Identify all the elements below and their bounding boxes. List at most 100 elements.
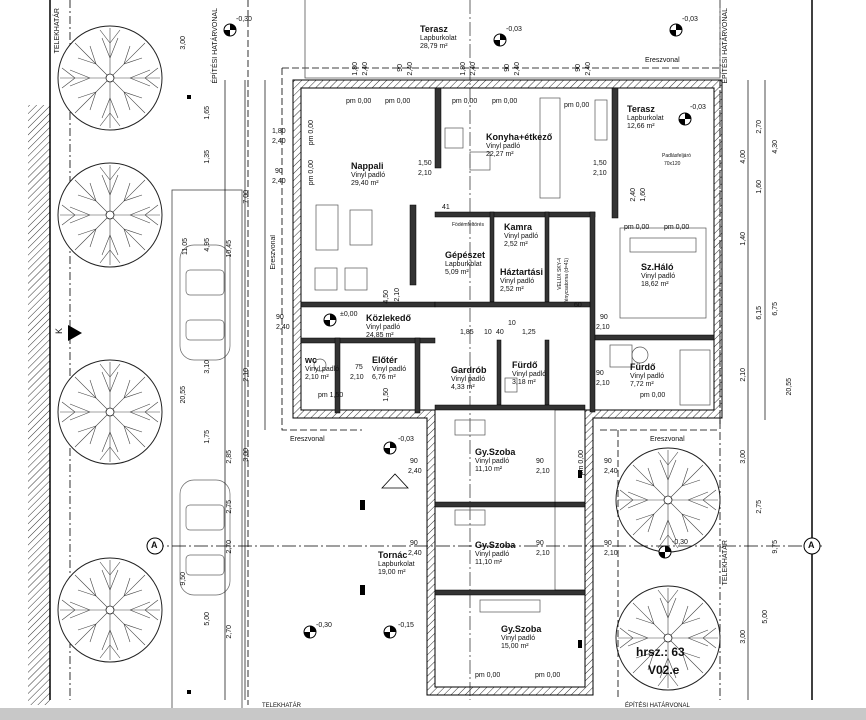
floor-height: pm 0,00 — [385, 98, 411, 105]
eresz-label: Ereszvonal — [290, 436, 325, 443]
floor-height: pm 0,00 — [624, 224, 650, 231]
bottom-scrollbar[interactable] — [0, 708, 866, 720]
floor-height: pm 0,00 — [664, 224, 690, 231]
opening-dim: 2,40 — [470, 62, 477, 76]
eresz-label: Ereszvonal — [650, 436, 685, 443]
axis-a-right-label: A — [808, 540, 815, 550]
tree-icon — [57, 359, 163, 465]
dim-label: 3,00 — [243, 448, 250, 462]
left-hatch-strip — [28, 105, 50, 705]
room-terasz-1: Terasz Lapburkolat 28,79 m² — [420, 24, 457, 50]
opening-dim: 75 — [355, 364, 363, 371]
floor-height: pm 0,00 — [308, 160, 315, 186]
dim-label: 2,75 — [226, 500, 233, 514]
level-label: -0,03 — [682, 16, 698, 23]
level-label: -0,03 — [690, 104, 706, 111]
furniture — [313, 97, 711, 613]
opening-dim: 1,50 — [593, 160, 607, 167]
axis-marker-right — [803, 537, 821, 555]
level-label: -0,03 — [506, 26, 522, 33]
dim-label: 9,75 — [772, 540, 779, 554]
dim-label: 2,10 — [740, 368, 747, 382]
telekhatar-bottom-label: TELEKHATÁR — [262, 703, 301, 709]
level-marker-icon — [658, 545, 672, 559]
opening-dim: 2,10 — [604, 550, 618, 557]
level-marker-icon — [223, 23, 237, 37]
dim-label: 1,75 — [204, 430, 211, 444]
dim-label: 1,35 — [204, 150, 211, 164]
level-marker-icon — [323, 313, 337, 327]
opening-dim: 2,40 — [272, 178, 286, 185]
opening-dim: 90 — [276, 314, 284, 321]
tree-icon — [57, 557, 163, 663]
floor-height: pm 0,00 — [475, 672, 501, 679]
dim-label: 3,00 — [740, 450, 747, 464]
floor-height: pm 0,00 — [578, 450, 585, 476]
hrsz-label: hrsz.: 63 — [636, 645, 685, 659]
inner-dim: 1,50 — [383, 388, 390, 402]
dim-label: 2,70 — [226, 540, 233, 554]
tree-icon — [57, 25, 163, 131]
floor-height: pm 0,00 — [640, 392, 666, 399]
opening-dim: 2,10 — [536, 550, 550, 557]
axis-marker-left — [146, 537, 164, 555]
inner-dim: 10 — [484, 329, 492, 336]
room-gyszoba-3: Gy.Szoba Vinyl padló 15,00 m² — [501, 624, 542, 650]
dim-label: 5,00 — [762, 610, 769, 624]
opening-dim: 90 — [604, 458, 612, 465]
dim-label: 3,00 — [180, 36, 187, 50]
inner-dim: 41 — [442, 204, 450, 211]
dim-label: 3,10 — [204, 360, 211, 374]
telekhatar-right-label: ÉPÍTÉSI HATÁRVONAL — [722, 8, 729, 84]
room-gyszoba-1: Gy.Szoba Vinyl padló 11,10 m² — [475, 447, 516, 473]
room-szhalo: Sz.Háló Vinyl padló 18,62 m² — [641, 262, 676, 288]
dim-label: 9,50 — [180, 572, 187, 586]
epitesi-bottom-label: ÉPÍTÉSI HATÁRVONAL — [625, 703, 690, 709]
opening-dim: 90 — [596, 370, 604, 377]
dim-label: 2,75 — [756, 500, 763, 514]
axis-a-left-label: A — [151, 540, 158, 550]
padlasfeljaro-size: 70x120 — [664, 161, 681, 167]
room-furdo-2: Fürdő Vinyl padló 7,72 m² — [630, 362, 665, 388]
level-label: -0,30 — [236, 16, 252, 23]
dim-label: 4,00 — [740, 150, 747, 164]
inner-dim: 10 — [508, 320, 516, 327]
floor-height: pm 0,00 — [346, 98, 372, 105]
opening-dim: 90 — [604, 540, 612, 547]
room-eloter: Előtér Vinyl padló 6,76 m² — [372, 355, 407, 381]
room-kozlekedo: Közlekedő Vinyl padló 24,85 m² — [366, 313, 412, 339]
opening-dim: 90 — [575, 64, 582, 72]
opening-dim: 2,40 — [585, 62, 592, 76]
level-label: -0,15 — [398, 622, 414, 629]
opening-dim: 2,10 — [536, 468, 550, 475]
opening-dim: 90 — [536, 458, 544, 465]
dim-label: 20,55 — [180, 386, 187, 404]
dim-label: 1,40 — [740, 232, 747, 246]
axis-k-label: K — [54, 328, 64, 335]
dim-label: 1,60 — [756, 180, 763, 194]
inner-dim: 4,50 — [383, 290, 390, 304]
dim-label: 2,10 — [243, 368, 250, 382]
level-label: -0,30 — [672, 539, 688, 546]
opening-dim: 2,10 — [350, 374, 364, 381]
dim-label: 5,00 — [204, 612, 211, 626]
opening-dim: 2,40 — [362, 62, 369, 76]
floor-height: pm 1,50 — [318, 392, 344, 399]
opening-dim: 90 — [275, 168, 283, 175]
inner-dim: 1,85 — [460, 329, 474, 336]
fodemfeltores-note: Födémfeltörés — [452, 222, 484, 228]
floor-height: pm 0,00 — [492, 98, 518, 105]
velux-note-sub: fénycsatorna (d=41) — [564, 258, 570, 303]
inner-dim: 2,40 — [630, 188, 637, 202]
opening-dim: 2,40 — [272, 138, 286, 145]
opening-dim: 2,10 — [596, 324, 610, 331]
level-marker-icon — [669, 23, 683, 37]
opening-dim: 1,80 — [352, 62, 359, 76]
opening-dim: 2,10 — [593, 170, 607, 177]
opening-dim: 2,10 — [418, 170, 432, 177]
telekhatar-left-label: TELEKHATÁR — [54, 8, 61, 54]
room-wc: wc Vinyl padló 2,10 m² — [305, 355, 340, 381]
opening-dim: 90 — [410, 540, 418, 547]
eresz-label: Ereszvonal — [270, 235, 277, 270]
